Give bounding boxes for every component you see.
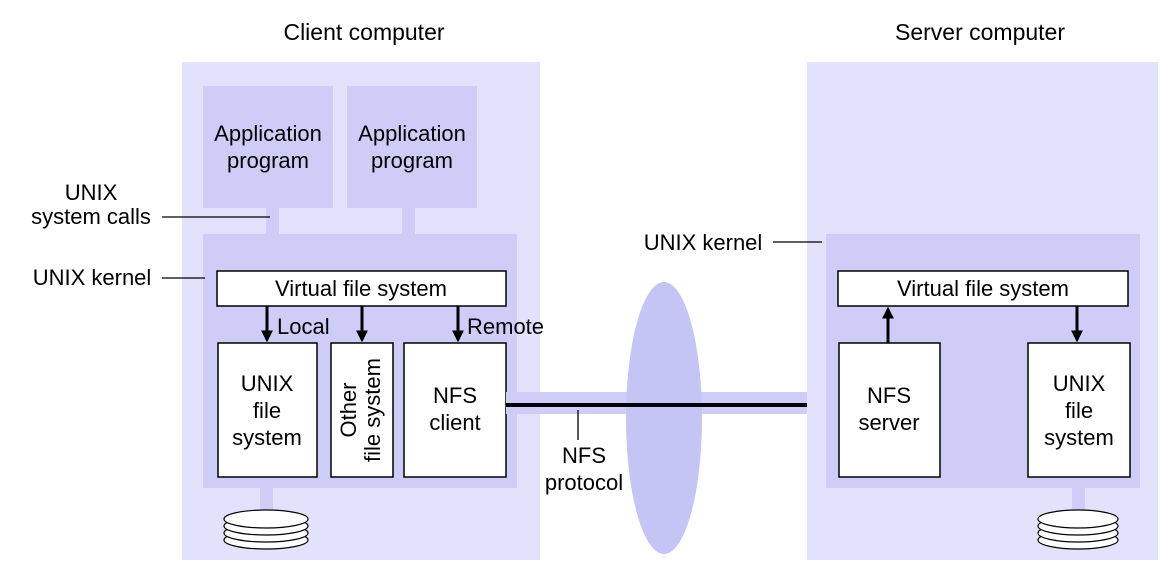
client-vfs-label: Virtual file system xyxy=(275,276,447,301)
client-unix-file-system xyxy=(217,342,318,478)
app2-line1: Application xyxy=(358,121,466,146)
server-kernel-label: UNIX kernel xyxy=(644,230,763,255)
client-unix-fs-line3: system xyxy=(232,425,302,450)
server-unix-fs-line3: system xyxy=(1044,425,1114,450)
nfs-server-box xyxy=(838,342,941,478)
server-vfs-label: Virtual file system xyxy=(897,276,1069,301)
other-fs-line1: Other xyxy=(336,382,361,437)
server-computer-title: Server computer xyxy=(895,19,1065,45)
server-virtual-file-system xyxy=(837,270,1129,307)
syscalls-label-line2: system calls xyxy=(31,204,151,229)
app1-line1: Application xyxy=(214,121,322,146)
nfs-client-line2: client xyxy=(429,410,480,435)
server-disk-icon xyxy=(1037,509,1119,550)
syscall-connector-2 xyxy=(402,208,415,235)
server-unix-file-system xyxy=(1027,342,1131,478)
client-unix-fs-line1: UNIX xyxy=(241,371,294,396)
remote-label: Remote xyxy=(467,314,544,339)
client-kernel-label: UNIX kernel xyxy=(33,265,152,290)
syscall-connector-1 xyxy=(266,208,279,235)
app1-line2: program xyxy=(227,148,309,173)
server-unix-fs-line1: UNIX xyxy=(1053,371,1106,396)
local-label: Local xyxy=(277,314,330,339)
protocol-label-line1: NFS xyxy=(562,443,606,468)
client-application-program-1 xyxy=(203,86,333,208)
nfs-client-box xyxy=(403,342,507,478)
client-disk-connector xyxy=(260,487,273,514)
client-unix-fs-line2: file xyxy=(253,398,281,423)
syscalls-label-line1: UNIX xyxy=(65,180,118,205)
other-fs-line2: file system xyxy=(360,358,385,462)
app2-line2: program xyxy=(371,148,453,173)
protocol-label-line2: protocol xyxy=(545,470,623,495)
client-disk-icon xyxy=(223,509,309,550)
network-ellipse xyxy=(626,282,702,554)
other-file-system xyxy=(330,342,394,478)
client-computer-title: Client computer xyxy=(283,19,444,45)
nfs-client-line1: NFS xyxy=(433,383,477,408)
client-application-program-2 xyxy=(347,86,477,208)
server-unix-fs-line2: file xyxy=(1065,398,1093,423)
nfs-server-line2: server xyxy=(858,410,919,435)
server-disk-connector xyxy=(1072,487,1085,514)
nfs-server-line1: NFS xyxy=(867,383,911,408)
